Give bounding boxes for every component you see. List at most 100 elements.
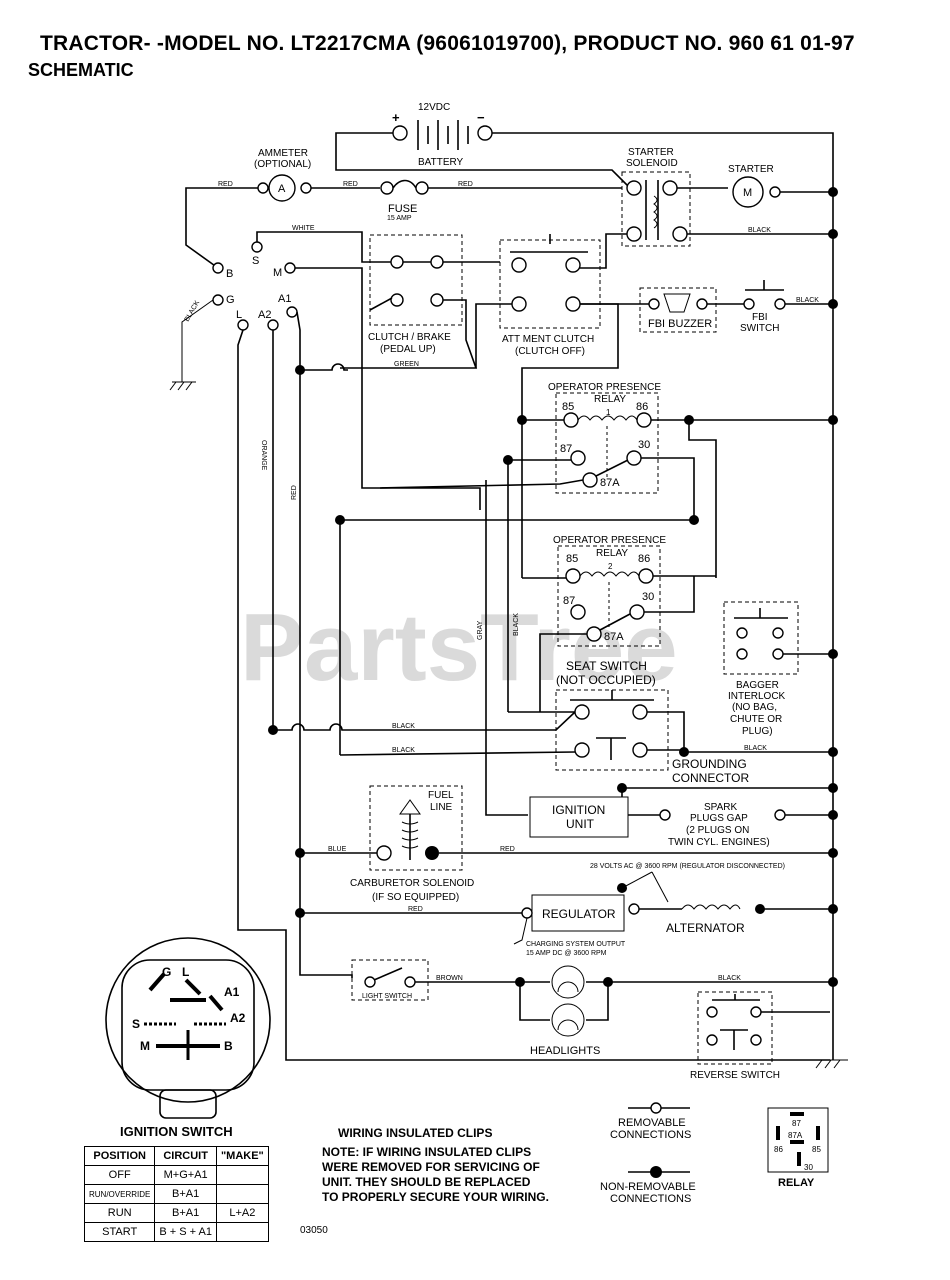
spark-plugs-label-2: PLUGS GAP (690, 813, 748, 824)
fuse: FUSE 15 AMP (380, 179, 429, 222)
table-row: OFF M+G+A1 (83, 1165, 269, 1185)
attachment-clutch-sub-label: (CLUTCH OFF) (515, 346, 585, 357)
ignition-position-table: POSITION CIRCUIT "MAKE" OFF M+G+A1 RUN/O… (83, 1146, 269, 1242)
ignition-switch-face: G L A1 A2 S M B (105, 937, 271, 1119)
relay2-sub-label: RELAY (596, 548, 628, 559)
note-line: WERE REMOVED FOR SERVICING OF (322, 1160, 540, 1174)
starter-solenoid-label: STARTER (628, 147, 674, 158)
starter-symbol: M (743, 187, 752, 199)
relay2-pin-87: 87 (563, 595, 575, 607)
fbi-switch-label: FBI (752, 312, 768, 323)
wire-label-black: BLACK (184, 299, 202, 323)
clutch-brake-label: CLUTCH / BRAKE (368, 332, 451, 343)
face-terminal-g: G (162, 965, 171, 979)
face-terminal-s: S (132, 1017, 140, 1031)
relay2-pin-85: 85 (566, 553, 578, 565)
relay-legend-label: RELAY (778, 1177, 815, 1189)
operator-presence-relay-2: OPERATOR PRESENCE RELAY 2 85 86 87 30 87… (553, 535, 666, 647)
legend-relay: 87 87A 86 85 30 RELAY (767, 1107, 829, 1189)
table-row: START B + S + A1 (83, 1222, 269, 1242)
grounding-connector-label: GROUNDING (672, 757, 747, 771)
ammeter-optional-label: (OPTIONAL) (254, 159, 311, 170)
fbi-buzzer-label: FBI BUZZER (648, 318, 712, 330)
terminal-s-label: S (252, 255, 259, 267)
grounding-connector-label-2: CONNECTOR (672, 771, 749, 785)
relay1-sub-label: RELAY (594, 394, 626, 405)
note-line: NOTE: IF WIRING INSULATED CLIPS (322, 1145, 532, 1159)
bagger-label-4: CHUTE OR (730, 714, 782, 725)
battery-label: BATTERY (418, 157, 464, 168)
ammeter: AMMETER (OPTIONAL) A (254, 148, 312, 202)
wiring-note: NOTE: IF WIRING INSULATED CLIPS WERE REM… (322, 1145, 549, 1205)
ignition-unit-label: IGNITION (552, 803, 605, 817)
carburetor-sub-label: (IF SO EQUIPPED) (372, 892, 459, 903)
carburetor-solenoid: FUEL LINE CARBURETOR SOLENOID (IF SO EQU… (350, 785, 474, 903)
fuse-rating-label: 15 AMP (387, 215, 412, 222)
note-line: UNIT. THEY SHOULD BE REPLACED (322, 1175, 531, 1189)
removable-label: REMOVABLE (618, 1117, 686, 1129)
table-row: RUN/OVERRIDE B+A1 (83, 1184, 269, 1204)
headlights: HEADLIGHTS (530, 965, 600, 1057)
battery: 12VDC + − BATTERY (392, 102, 493, 168)
wire-label-green: GREEN (394, 361, 419, 368)
fbi-switch-sub-label: SWITCH (740, 323, 779, 334)
wire-label-black: BLACK (513, 613, 520, 636)
relay-legend-87a: 87A (788, 1131, 803, 1140)
charging-output-label: CHARGING SYSTEM OUTPUT (526, 941, 626, 948)
terminal-a1-label: A1 (278, 293, 291, 305)
wire-label-red: RED (500, 846, 515, 853)
table-cell: B+A1 (154, 1203, 217, 1223)
table-header: "MAKE" (215, 1146, 269, 1166)
wire-label-red: RED (343, 181, 358, 188)
fuel-label-2: LINE (430, 802, 453, 813)
wire-label-red: RED (291, 485, 298, 500)
light-switch: LIGHT SWITCH (351, 959, 429, 1001)
relay1-pin-86: 86 (636, 401, 648, 413)
wire-label-black: BLACK (796, 297, 819, 304)
legend-removable: REMOVABLE CONNECTIONS (610, 1102, 691, 1141)
ammeter-symbol: A (278, 183, 286, 195)
light-switch-label: LIGHT SWITCH (362, 993, 412, 1000)
watermark: PartsTree (240, 594, 678, 701)
ammeter-label: AMMETER (258, 148, 308, 159)
table-cell (215, 1165, 269, 1185)
seat-switch: SEAT SWITCH (NOT OCCUPIED) (555, 659, 669, 771)
clutch-brake-switch: CLUTCH / BRAKE (PEDAL UP) (368, 234, 463, 355)
table-cell (215, 1222, 269, 1242)
wire-label-red: RED (408, 906, 423, 913)
fbi-switch: FBI SWITCH (740, 280, 786, 334)
terminal-a2-label: A2 (258, 309, 271, 321)
battery-minus-label: − (477, 110, 485, 125)
operator-presence-relay-1: OPERATOR PRESENCE RELAY 1 85 86 87 30 87… (548, 382, 661, 494)
relay2-pin-87a: 87A (604, 631, 624, 643)
removable-label-2: CONNECTIONS (610, 1129, 691, 1141)
relay1-pin-87: 87 (560, 443, 572, 455)
wire-label-black: BLACK (718, 975, 741, 982)
wire-label-gray: GRAY (477, 620, 484, 640)
terminal-b-label: B (226, 268, 233, 280)
ignition-unit-label-2: UNIT (566, 817, 595, 831)
bagger-interlock: BAGGER INTERLOCK (NO BAG, CHUTE OR PLUG) (723, 601, 799, 737)
ignition-unit: IGNITION UNIT (529, 796, 629, 838)
seat-switch-sub-label: (NOT OCCUPIED) (556, 673, 656, 687)
nonremovable-label-2: CONNECTIONS (610, 1193, 691, 1205)
clutch-brake-sub-label: (PEDAL UP) (380, 344, 436, 355)
relay2-pin-86: 86 (638, 553, 650, 565)
table-cell: RUN/OVERRIDE (83, 1184, 156, 1204)
wire-label-black: BLACK (392, 723, 415, 730)
wire-label-orange: ORANGE (260, 440, 267, 471)
drawing-code: 03050 (300, 1225, 328, 1236)
wire-label-black: BLACK (748, 227, 771, 234)
table-cell: RUN (83, 1203, 156, 1223)
starter-label: STARTER (728, 164, 774, 175)
relay1-pin-85: 85 (562, 401, 574, 413)
table-cell: B+A1 (154, 1184, 217, 1204)
headlights-label: HEADLIGHTS (530, 1045, 600, 1057)
wire-label-red: RED (458, 181, 473, 188)
starter-solenoid: STARTER SOLENOID (621, 147, 691, 247)
relay1-pin-87a: 87A (600, 477, 620, 489)
terminal-m-label: M (273, 267, 282, 279)
fuel-label: FUEL (428, 790, 454, 801)
page-subtitle: SCHEMATIC (28, 60, 134, 80)
page-title: TRACTOR- -MODEL NO. LT2217CMA (960610197… (40, 32, 855, 55)
